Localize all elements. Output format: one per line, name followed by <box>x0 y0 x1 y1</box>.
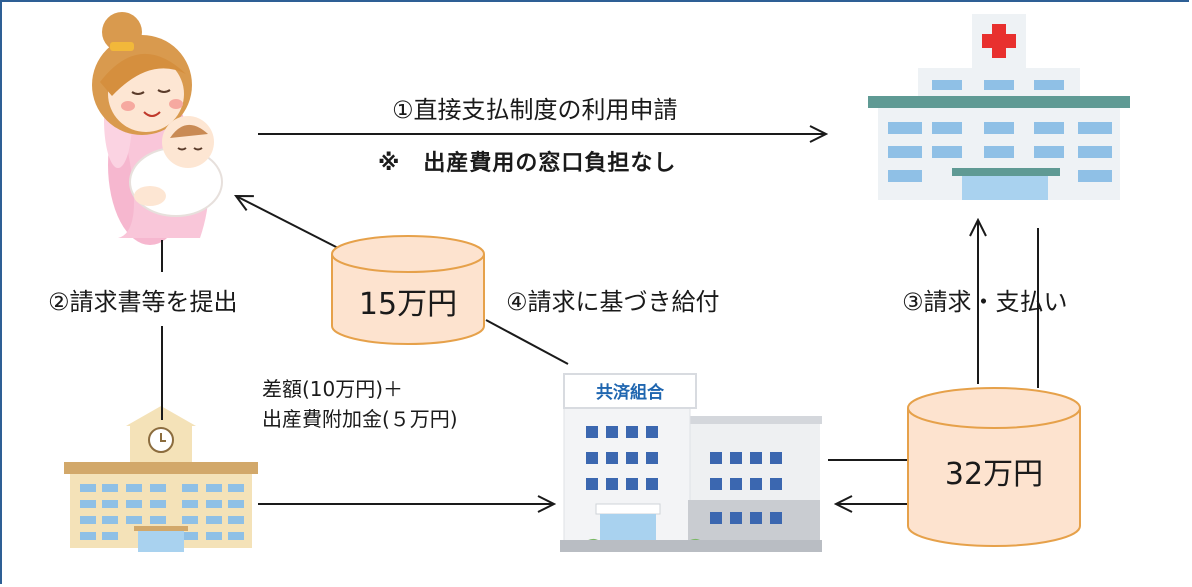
diff-label-line1: 差額(10万円)＋ <box>262 377 404 401</box>
cylinder-32man: 32万円 <box>907 387 1081 547</box>
arrow-cylinder15-to-mother <box>236 196 343 251</box>
step1-label: ①直接支払制度の利用申請 <box>392 96 678 124</box>
kyosai-sign: 共済組合 <box>596 382 665 403</box>
kyosai-building-icon: 共済組合 <box>560 373 822 552</box>
step2-label: ②請求書等を提出 <box>48 288 238 316</box>
cylinder-32man-label: 32万円 <box>945 457 1043 492</box>
line-kyosai-to-cylinder15 <box>485 319 569 365</box>
mother-with-baby-icon <box>92 12 223 245</box>
cylinder-15man-label: 15万円 <box>359 287 457 322</box>
cylinder-15man: 15万円 <box>331 235 485 345</box>
step4-label: ④請求に基づき給付 <box>506 288 720 316</box>
note-label: ※ 出産費用の窓口負担なし <box>378 151 677 176</box>
school-icon <box>64 406 258 552</box>
step3-label: ③請求・支払い <box>902 288 1068 316</box>
connectors <box>161 134 1039 504</box>
diff-label-line2: 出産費附加金(５万円) <box>262 407 458 431</box>
hospital-icon <box>868 14 1130 200</box>
